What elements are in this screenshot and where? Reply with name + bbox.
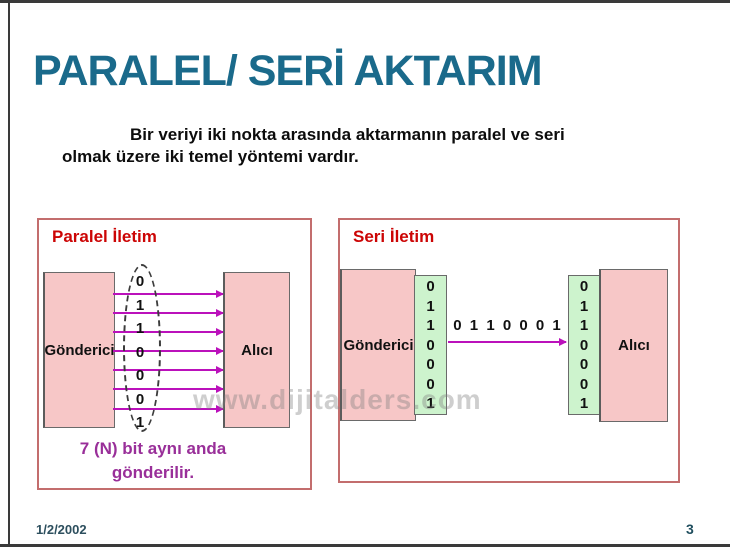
bit-value: 0: [426, 278, 435, 295]
parallel-sender-box: Gönderici: [43, 272, 115, 428]
parallel-arrow-right-icon: [113, 312, 223, 314]
parallel-receiver-label: Alıcı: [241, 341, 273, 359]
bit-value: 1: [426, 297, 435, 315]
parallel-receiver-box: Alıcı: [223, 272, 290, 428]
page-number: 3: [686, 521, 694, 537]
serial-rx-register: 0 1 1 0 0 0 1: [568, 275, 600, 415]
parallel-arrow-right-icon: [113, 350, 223, 352]
footer-date: 1/2/2002: [36, 522, 87, 537]
parallel-arrow-right-icon: [113, 388, 223, 390]
frame-left-border: [8, 0, 10, 547]
parallel-panel: Paralel İletim Gönderici 0 1 1 0 0 0 1 A…: [37, 218, 312, 490]
watermark: www.dijitalders.com: [193, 384, 482, 415]
serial-sender-box: Gönderici: [340, 269, 416, 421]
parallel-caption-line1: 7 (N) bit aynı anda: [79, 439, 227, 458]
parallel-arrow-right-icon: [113, 408, 223, 410]
parallel-arrow-right-icon: [113, 331, 223, 333]
parallel-caption: 7 (N) bit aynı anda gönderilir.: [67, 437, 239, 485]
slide-title: PARALEL/ SERİ AKTARIM: [33, 47, 543, 95]
serial-panel: Seri İletim Gönderici 0 1 1 0 0 0 1 0 1 …: [338, 218, 680, 483]
intro-text: Bir veriyi iki nokta arasında aktarmanın…: [62, 125, 565, 166]
serial-panel-header: Seri İletim: [353, 227, 435, 246]
bit-value: 0: [426, 336, 435, 354]
parallel-arrow-right-icon: [113, 293, 223, 295]
parallel-panel-header: Paralel İletim: [52, 227, 157, 246]
parallel-sender-label: Gönderici: [44, 341, 115, 359]
serial-receiver-box: Alıcı: [599, 269, 668, 422]
bit-value: 1: [579, 395, 589, 412]
bits-dashed-ellipse: [123, 264, 161, 432]
bit-value: 0: [579, 336, 589, 354]
bit-value: 0: [579, 375, 589, 393]
bit-value: 1: [579, 317, 589, 334]
parallel-arrow-right-icon: [113, 369, 223, 371]
bit-value: 0: [579, 356, 589, 373]
serial-tx-register: 0 1 1 0 0 0 1: [414, 275, 447, 415]
bit-value: 1: [579, 297, 589, 315]
parallel-caption-line2: gönderilir.: [111, 463, 195, 482]
bit-value: 1: [426, 395, 435, 412]
frame-bottom-border: [0, 544, 730, 547]
bit-value: 0: [579, 278, 589, 295]
frame-top-border: [0, 0, 730, 3]
bit-value: 0: [426, 356, 435, 373]
bit-value: 1: [426, 317, 435, 334]
serial-receiver-label: Alıcı: [618, 337, 650, 354]
serial-sender-label: Gönderici: [343, 336, 414, 354]
bit-value: 0: [426, 375, 435, 393]
serial-arrow-right-icon: [448, 341, 566, 343]
serial-stream-label: 0 1 1 0 0 0 1: [453, 317, 563, 334]
